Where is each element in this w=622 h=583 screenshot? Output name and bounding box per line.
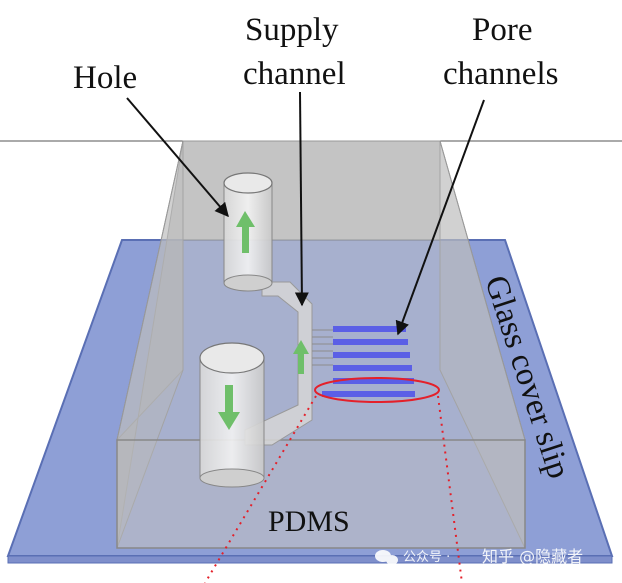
supply-label-line2: channel	[243, 56, 346, 92]
wechat-icon	[375, 550, 398, 565]
down-arrow-icon	[218, 385, 240, 430]
watermark-wechat-text: 公众号 ·	[403, 550, 450, 565]
pore-channel	[322, 391, 415, 397]
supply-flow-arrow-icon	[293, 340, 309, 374]
pore-leader-arrow	[395, 99, 485, 336]
pore-channel	[333, 378, 414, 384]
pore-label-line2: channels	[443, 56, 558, 92]
supply-teeth	[312, 329, 333, 366]
supply-label-line1: Supply	[245, 12, 339, 48]
pore-channel	[333, 326, 406, 332]
glass-cover-slip-edge	[7, 555, 613, 564]
pdms-label: PDMS	[268, 505, 350, 538]
zoom-line-left	[204, 395, 317, 583]
highlight-ellipse	[314, 377, 440, 403]
pore-channel	[333, 352, 410, 358]
pore-label-line1: Pore	[472, 12, 533, 48]
pore-channel	[333, 365, 412, 371]
hole-lower	[199, 342, 265, 488]
pore-channel	[333, 339, 408, 345]
supply-leader-arrow	[294, 91, 309, 307]
hole-upper	[223, 172, 273, 292]
up-arrow-icon	[236, 211, 255, 253]
watermark: 公众号 · 知乎 @隐藏者	[375, 547, 583, 566]
hole-label: Hole	[73, 60, 137, 96]
watermark-zhihu-text: 知乎 @隐藏者	[482, 547, 583, 566]
hole-leader-arrow	[126, 97, 229, 218]
pore-channels	[322, 326, 415, 397]
